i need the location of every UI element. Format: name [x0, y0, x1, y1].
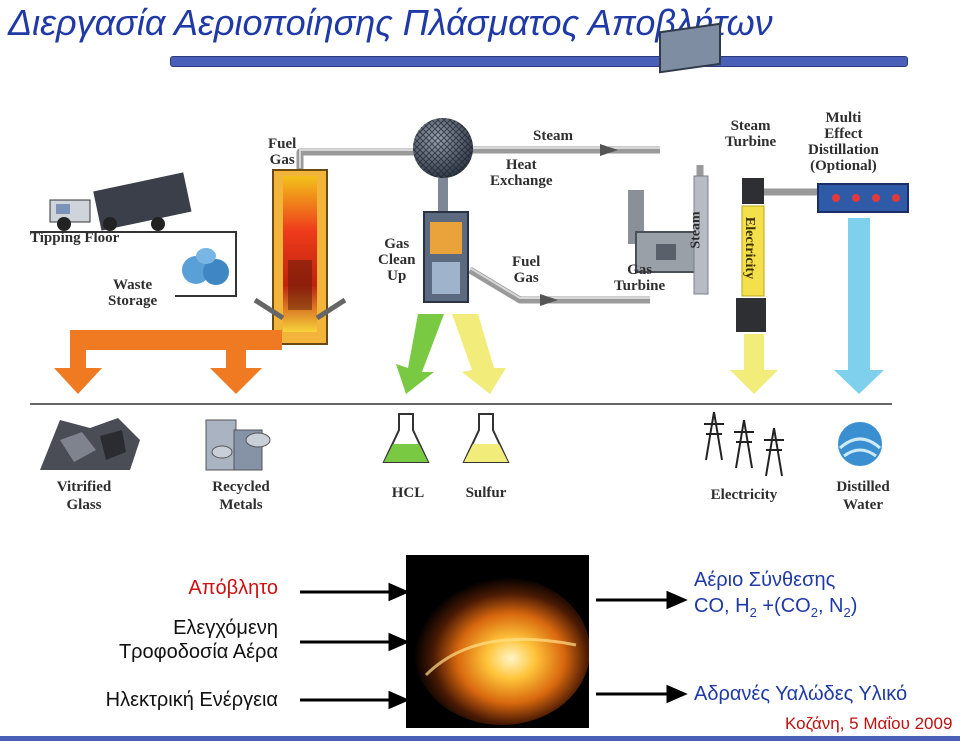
pipe-cleanup-to-gas-turbine — [468, 266, 650, 304]
generator-icon — [736, 298, 766, 332]
hcl-flask-icon — [382, 413, 430, 463]
title-underline-bar — [170, 56, 908, 67]
input-power-label: Ηλεκτρική Ενέργεια — [105, 689, 278, 711]
slide-title: Διεργασία Αεριοποίησης Πλάσματος Αποβλήτ… — [8, 2, 773, 43]
fuel-gas-arrow-icon — [540, 294, 558, 306]
footer-date-location: Κοζάνη, 5 Μαΐου 2009 — [785, 714, 953, 733]
plasma-gasifier-icon — [253, 169, 347, 345]
power-pylons-icon — [704, 411, 784, 477]
steam-turbine-icon — [659, 22, 764, 204]
syngas-formula: CO, H2 +(CO2, N2) — [694, 595, 858, 620]
pipe-gasifier-to-heat-exchange — [296, 148, 416, 170]
distillation-unit-icon — [817, 183, 909, 213]
orange-output-arrow-2 — [210, 350, 262, 394]
output-label-hcl: HCL — [391, 485, 425, 501]
bottom-bar — [0, 736, 960, 741]
water-drop-icon — [838, 422, 882, 466]
heat-exchanger-sphere-icon — [413, 118, 473, 212]
process-diagram — [30, 22, 909, 477]
label-tipping-floor: Tipping Floor — [30, 230, 120, 246]
vitrified-glass-icon — [40, 418, 140, 470]
sulfur-flask-icon — [462, 413, 510, 463]
plasma-torch-photo — [406, 555, 589, 728]
input-arrows — [300, 582, 410, 710]
output-arrows-lower — [596, 590, 688, 704]
pipe-highlights — [299, 147, 660, 299]
steam-pipe-vertical — [693, 175, 709, 295]
output-label-sulfur: Sulfur — [465, 485, 507, 501]
output-label-electricity: Electricity — [710, 487, 778, 503]
steam-arrow-icon — [600, 144, 618, 156]
input-waste-label: Απόβλητο — [188, 577, 278, 599]
label-steam-vertical: Steam — [688, 211, 704, 249]
output-arrows — [54, 218, 884, 394]
label-steam-top: Steam — [533, 128, 573, 144]
waste-bags-icon — [182, 248, 229, 285]
slag-label: Αδρανές Υαλώδες Υλικό — [694, 683, 908, 705]
electricity-output-arrow — [730, 334, 778, 394]
storage-pit-outline — [30, 231, 237, 297]
yellow-output-arrow — [452, 314, 506, 394]
syngas-title: Αέριο Σύνθεσης — [694, 569, 836, 591]
label-electricity-vertical: Electricity — [742, 216, 758, 280]
input-air-label: Ελεγχόμενη Τροφοδοσία Αέρα — [118, 617, 278, 663]
dump-truck-icon — [49, 172, 192, 231]
recycled-metals-icon — [205, 419, 271, 471]
gas-cleanup-unit-icon — [423, 211, 469, 303]
electricity-bar-vertical — [741, 205, 765, 297]
green-output-arrow — [396, 314, 444, 394]
orange-output-arrow — [54, 330, 282, 394]
water-output-arrow — [834, 218, 884, 394]
